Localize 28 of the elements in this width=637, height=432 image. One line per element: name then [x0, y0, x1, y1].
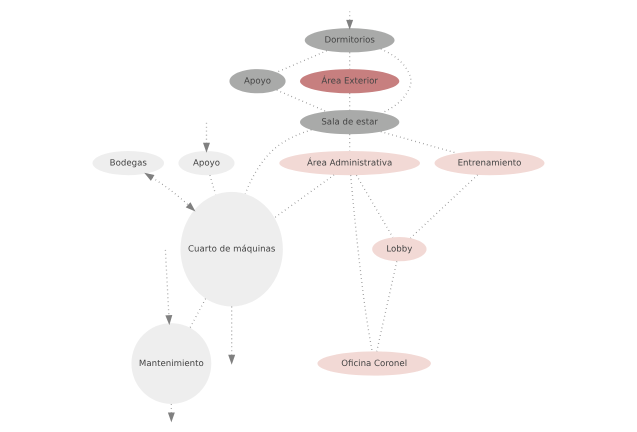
connector [274, 174, 334, 218]
arrow [168, 404, 175, 422]
connector [356, 175, 394, 238]
node-ellipse: Cuarto de máquinas [180, 192, 283, 306]
connector [376, 261, 398, 352]
arrow [144, 172, 196, 212]
connector [244, 129, 312, 194]
connector [410, 174, 478, 238]
node-ellipse: Área Exterior [300, 69, 400, 94]
connector [276, 90, 326, 112]
connector [276, 50, 327, 73]
node-ellipse: Oficina Coronel [317, 351, 431, 376]
node-ellipse: Dormitorios [304, 28, 395, 52]
connector [380, 131, 458, 154]
node-ellipse: Área Administrativa [279, 150, 420, 176]
connector [380, 48, 412, 114]
node-ellipse: Bodegas [92, 150, 164, 176]
node-ellipse: Entrenamiento [434, 150, 544, 176]
node-ellipse: Apoyo [229, 69, 286, 94]
node-ellipse: Sala de estar [300, 110, 400, 134]
node-circle: Mantenimiento [131, 323, 212, 404]
connector [350, 175, 373, 352]
connector [190, 298, 206, 328]
node-ellipse: Apoyo [178, 150, 235, 176]
node-ellipse: Lobby [372, 237, 427, 262]
arrow [164, 250, 172, 326]
arrow [203, 122, 210, 153]
arrow [228, 306, 236, 365]
